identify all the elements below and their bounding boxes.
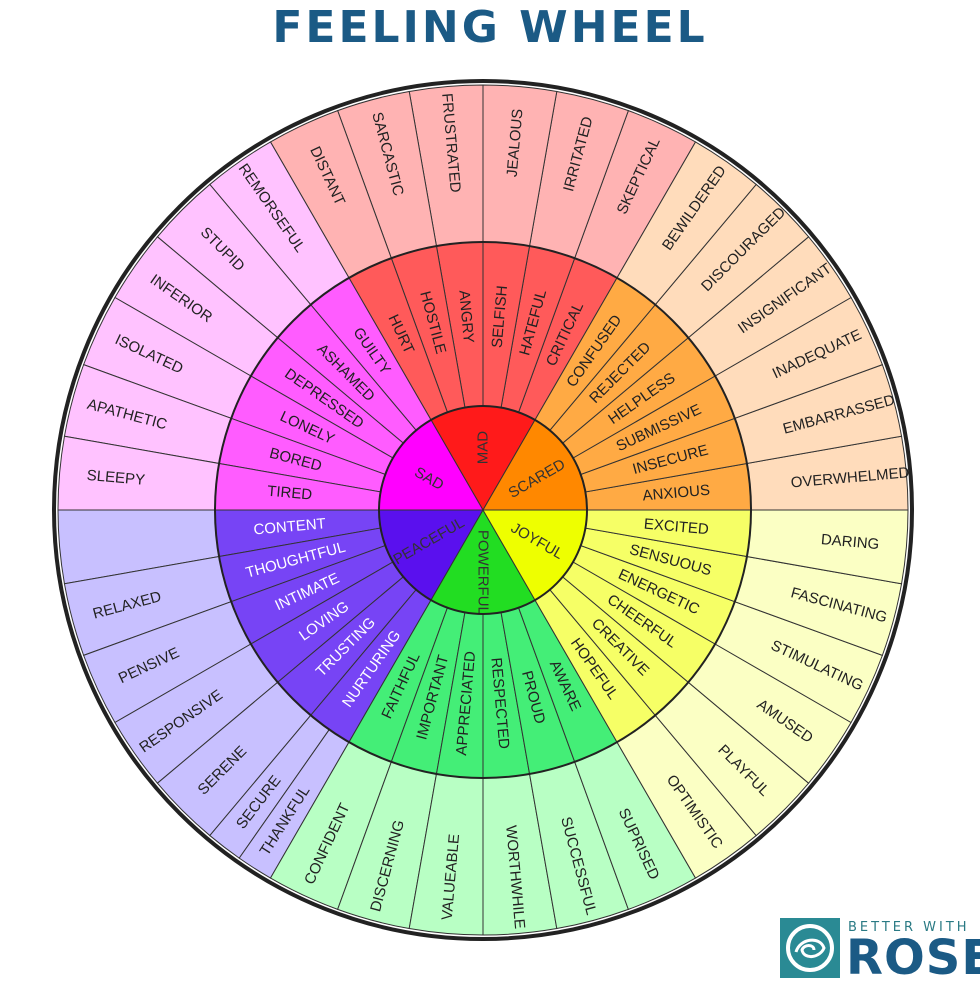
outer-label-daring: DARING [820, 531, 880, 553]
outer-label-sleepy: SLEEPY [86, 467, 146, 489]
middle-label-excited: EXCITED [643, 516, 709, 539]
core-label-powerful: POWERFUL [475, 530, 492, 615]
core-ring-border [378, 405, 588, 615]
brand-logo: BETTER WITH ROSE [780, 916, 980, 986]
outer-rim [52, 79, 914, 941]
middle-label-selfish: SELFISH [489, 285, 511, 349]
brand-tagline: BETTER WITH [848, 920, 970, 935]
middle-label-anxious: ANXIOUS [642, 482, 711, 505]
outer-label-jealous: JEALOUS [504, 108, 527, 178]
middle-ring-border [214, 241, 752, 779]
middle-label-content: CONTENT [253, 515, 327, 538]
page-title: FEELING WHEEL [272, 2, 708, 53]
middle-label-tired: TIRED [267, 483, 313, 504]
middle-label-angry: ANGRY [455, 290, 477, 344]
brand-name: ROSE [846, 930, 980, 986]
rose-icon [780, 918, 840, 978]
core-label-mad: MAD [475, 431, 492, 465]
